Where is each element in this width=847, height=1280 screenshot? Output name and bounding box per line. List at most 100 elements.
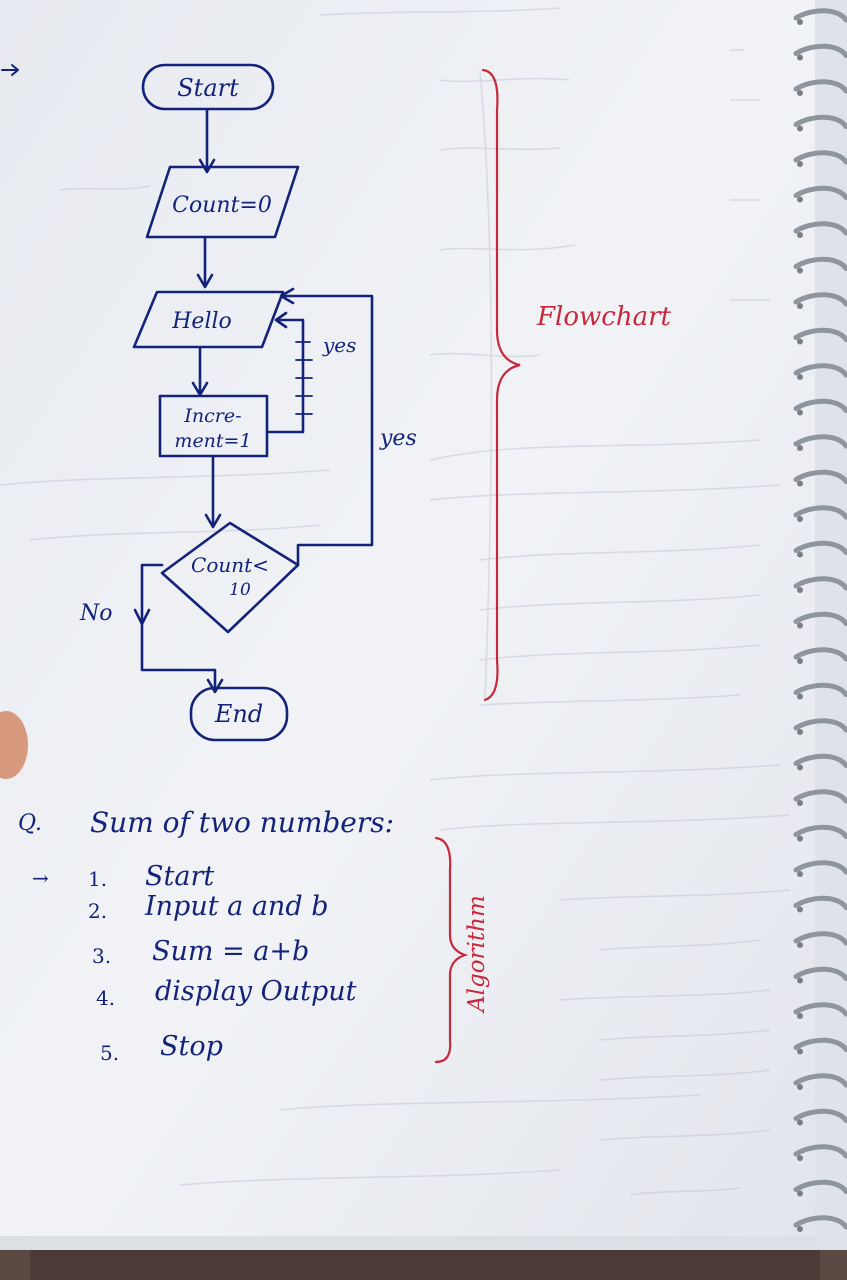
- spiral-ring: [793, 469, 847, 484]
- step-text: Input a and b: [144, 891, 328, 922]
- binding-hole: [797, 871, 803, 877]
- spiral-ring: [793, 114, 847, 129]
- spiral-ring: [793, 576, 847, 591]
- spiral-ring: [793, 1108, 847, 1123]
- flowchart-side-label: Flowchart: [536, 302, 672, 332]
- spiral-ring: [793, 327, 847, 342]
- binding-hole: [797, 232, 803, 238]
- start-terminator: [141, 63, 275, 111]
- binding-hole: [797, 161, 803, 167]
- question-marker: Q.: [18, 811, 42, 836]
- spiral-ring: [793, 753, 847, 768]
- binding-hole: [797, 835, 803, 842]
- algorithm-step-4: 4. display Output: [96, 976, 357, 1010]
- increment-label-line2: ment=1: [174, 430, 251, 452]
- flowchart: Start Count=0 Hello Incre- ment=1 yes Co…: [79, 63, 417, 742]
- hello-label: Hello: [171, 309, 232, 334]
- step-number: 2.: [88, 899, 107, 923]
- spiral-ring: [793, 718, 847, 733]
- hello-io-box: [132, 290, 285, 349]
- spiral-ring: [793, 540, 847, 555]
- step-number: 5.: [100, 1041, 119, 1065]
- flowchart-brace: [481, 68, 521, 702]
- spiral-ring: [793, 256, 847, 271]
- no-label: No: [79, 601, 113, 626]
- increment-label-line1: Incre-: [183, 405, 241, 427]
- spiral-ring: [793, 221, 847, 236]
- spiral-ring: [793, 647, 847, 662]
- end-label: End: [214, 700, 263, 728]
- spiral-ring: [793, 1144, 847, 1159]
- binding-hole: [797, 693, 803, 700]
- algorithm-section: Q. Sum of two numbers: → 1. Start 2. Inp…: [18, 806, 394, 1065]
- no-branch-arrowhead: [133, 608, 151, 626]
- algorithm-step-5: 5. Stop: [100, 1031, 223, 1065]
- step-arrow-icon: →: [32, 866, 49, 890]
- spiral-ring: [793, 150, 847, 165]
- binding-hole: [797, 1084, 803, 1090]
- spiral-ring: [793, 292, 847, 307]
- spiral-ring: [793, 966, 847, 981]
- spiral-ring: [793, 789, 847, 804]
- algorithm-brace: [434, 836, 469, 1064]
- spiral-ring: [793, 611, 847, 626]
- binding-hole: [797, 196, 803, 203]
- step-text: Stop: [160, 1031, 223, 1062]
- decision-diamond: [160, 521, 300, 634]
- margin-arrow-icon: [1, 64, 19, 76]
- spiral-ring: [793, 895, 847, 910]
- binding-hole: [797, 90, 803, 96]
- binding-hole: [797, 445, 803, 451]
- spiral-ring: [793, 505, 847, 520]
- arrow-increment-to-decision: [204, 455, 222, 529]
- binding-hole: [797, 977, 803, 984]
- start-label: Start: [177, 74, 239, 102]
- spiral-rings: [793, 8, 847, 1232]
- binding-hole: [797, 409, 803, 416]
- spiral-ring: [793, 398, 847, 413]
- algorithm-step-1: 1. Start: [88, 861, 214, 892]
- spiral-ring: [793, 434, 847, 449]
- binding-hole: [797, 551, 803, 558]
- yes-label-1: yes: [322, 333, 356, 357]
- binding-hole: [797, 764, 803, 771]
- algorithm-annotation: Algorithm: [434, 836, 490, 1064]
- binding-hole: [797, 303, 803, 309]
- spiral-ring: [793, 682, 847, 697]
- binding-hole: [797, 622, 803, 629]
- page-edge: [0, 1236, 830, 1250]
- decision-label-line2: 10: [229, 580, 251, 600]
- binding-hole: [797, 1190, 803, 1197]
- binding-hole: [797, 942, 803, 948]
- spiral-ring: [793, 363, 847, 378]
- spiral-ring: [793, 1179, 847, 1194]
- spiral-ring: [793, 8, 847, 23]
- binding-hole: [797, 267, 803, 274]
- no-branch-line: [140, 563, 224, 694]
- binding-hole: [797, 906, 803, 913]
- bleed-through-writing: [0, 7, 791, 1196]
- loop-decision-to-hello: [281, 294, 374, 567]
- binding-hole: [797, 125, 803, 132]
- spiral-ring: [793, 79, 847, 94]
- step-number: 4.: [96, 986, 115, 1010]
- spiral-ring: [793, 1215, 847, 1230]
- spiral-ring: [793, 185, 847, 200]
- yes-label-2: yes: [379, 426, 417, 451]
- step-number: 1.: [88, 867, 107, 891]
- binding-hole: [797, 1226, 803, 1232]
- count-io-box: [145, 165, 300, 239]
- binding-hole: [797, 338, 803, 345]
- binding-hole: [797, 1048, 803, 1055]
- end-terminator: [189, 686, 289, 742]
- spiral-ring: [793, 824, 847, 839]
- finger-thumb: [0, 711, 28, 779]
- binding-hole: [797, 1155, 803, 1161]
- binding-hole: [797, 54, 803, 61]
- step-text: Sum = a+b: [152, 936, 309, 967]
- decision-label-line1: Count<: [191, 553, 269, 577]
- spiral-ring: [793, 1073, 847, 1088]
- arrow-count-to-hello: [196, 236, 214, 289]
